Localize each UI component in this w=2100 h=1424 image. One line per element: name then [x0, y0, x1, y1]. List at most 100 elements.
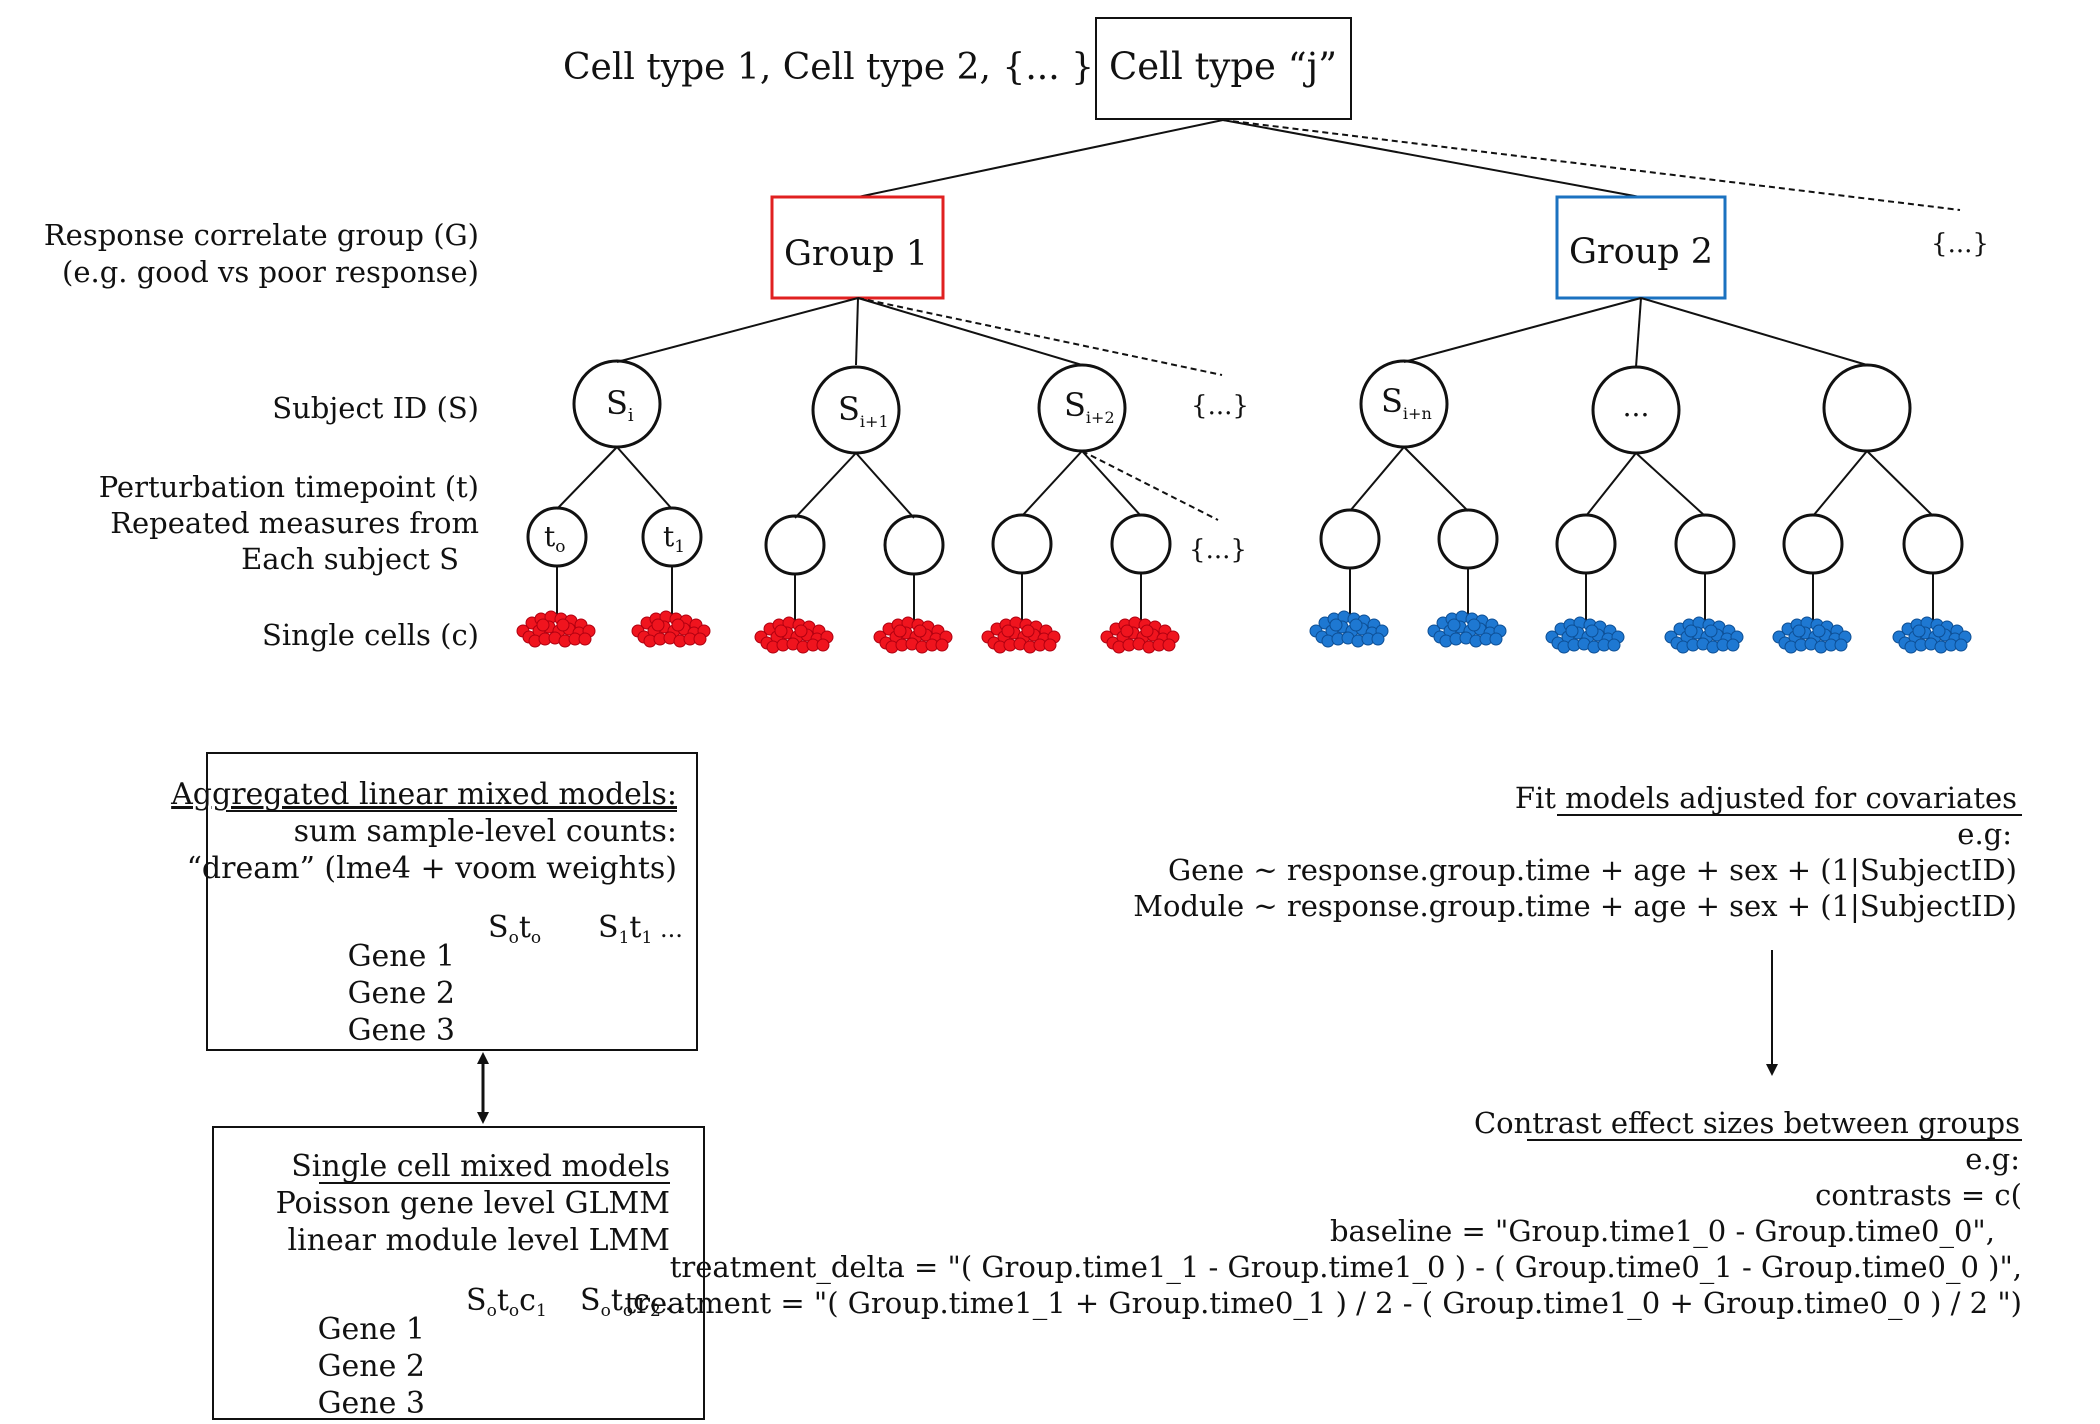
- single-cell-cluster: [754, 616, 834, 654]
- label-time-line1: Perturbation timepoint (t): [99, 470, 479, 504]
- single-cell-dot: [1607, 638, 1621, 652]
- single-cell-dot: [1684, 624, 1698, 638]
- single-cell-dot: [556, 618, 570, 632]
- group2-label: Group 2: [1569, 232, 1713, 272]
- single-cell-dot: [1954, 638, 1968, 652]
- single-cell-cluster: [981, 616, 1061, 654]
- timepoint-edges: [556, 566, 1934, 620]
- single-cell-col-more: . . .: [665, 1291, 700, 1316]
- single-cell-dot: [1489, 632, 1503, 646]
- single-cell-dot: [1140, 624, 1154, 638]
- timepoint-node: [1319, 508, 1381, 570]
- timepoint-node: [1674, 513, 1736, 575]
- single-cell-dot: [651, 618, 665, 632]
- single-cell-dot: [693, 632, 707, 646]
- subject-edges: [556, 446, 1934, 521]
- aggregated-row: Gene 3: [348, 1013, 455, 1048]
- group-more: {...}: [1931, 229, 1989, 259]
- timepoint-node: [1902, 513, 1964, 575]
- single-cell-col1: Sotoc1: [466, 1283, 547, 1321]
- single-cell-dot: [1120, 624, 1134, 638]
- timepoint-t0-label: to: [544, 520, 566, 557]
- subject-ellipsis-label: ...: [1623, 390, 1650, 423]
- single-cell-row: Gene 3: [318, 1386, 425, 1421]
- single-cell-dot: [1001, 624, 1015, 638]
- single-cell-cluster: [1772, 616, 1852, 654]
- group-edges: [616, 297, 1868, 376]
- single-cell-line2: linear module level LMM: [288, 1223, 671, 1258]
- subject-more: {...}: [1191, 391, 1249, 421]
- contrasts-line4: treatment = "( Group.time1_1 + Group.tim…: [625, 1286, 2022, 1321]
- single-cell-dot: [1467, 618, 1481, 632]
- subject-sin-label: Si+n: [1381, 382, 1432, 423]
- fit-models-title: Fit models adjusted for covariates: [1515, 781, 2017, 815]
- subject-si1-label: Si+1: [838, 390, 889, 431]
- single-cell-cluster: [873, 616, 953, 654]
- single-cell-dot: [1726, 638, 1740, 652]
- timepoint-t1-label: t1: [663, 520, 685, 557]
- single-cell-dot: [1349, 618, 1363, 632]
- single-cell-dot: [578, 632, 592, 646]
- aggregated-title: Aggregated linear mixed models:: [170, 777, 677, 812]
- contrasts-line2: baseline = "Group.time1_0 - Group.time0_…: [1330, 1214, 1995, 1249]
- single-cell-dot: [1329, 618, 1343, 632]
- timepoint-node: [883, 514, 945, 576]
- aggregated-models-box: [206, 752, 698, 1051]
- fit-models-line2: Module ~ response.group.time + age + sex…: [1133, 889, 2017, 923]
- fit-models-line1: Gene ~ response.group.time + age + sex +…: [1168, 853, 2017, 887]
- timepoint-node: [1555, 513, 1617, 575]
- single-cell-dot: [913, 624, 927, 638]
- subject-blank: [1822, 363, 1912, 453]
- timepoint-node: [1437, 508, 1499, 570]
- single-cell-dot: [1932, 624, 1946, 638]
- single-cell-dot: [935, 638, 949, 652]
- single-cell-dot: [1812, 624, 1826, 638]
- cell-type-edges: [857, 119, 1961, 211]
- aggregated-line1: sum sample-level counts:: [294, 814, 677, 849]
- single-cell-title: Single cell mixed models: [291, 1149, 670, 1184]
- single-cell-cluster: [1100, 616, 1180, 654]
- single-cell-dot: [774, 624, 788, 638]
- cell-type-j-label: Cell type “j”: [1109, 45, 1337, 88]
- timepoint-node: [991, 513, 1053, 575]
- single-cell-dot: [816, 638, 830, 652]
- aggregated-col1: Soto: [488, 910, 541, 948]
- aggregated-row: Gene 2: [348, 976, 455, 1011]
- single-cell-row: Gene 2: [318, 1349, 425, 1384]
- timepoint-node: [1110, 513, 1172, 575]
- contrasts-line1: contrasts = c(: [1815, 1178, 2022, 1212]
- single-cell-dot: [893, 624, 907, 638]
- single-cell-cluster: [1892, 616, 1972, 654]
- single-cell-dot: [1162, 638, 1176, 652]
- aggregated-line2: “dream” (lme4 + voom weights): [187, 851, 677, 886]
- label-group-line1: Response correlate group (G): [44, 218, 479, 252]
- label-cells: Single cells (c): [262, 618, 479, 652]
- single-cell-cluster: [1427, 610, 1507, 648]
- fit-models-eg: e.g:: [1957, 817, 2012, 851]
- cell-clusters: [516, 610, 1972, 654]
- single-cell-row: Gene 1: [318, 1312, 425, 1347]
- contrasts-line3: treatment_delta = "( Group.time1_1 - Gro…: [670, 1250, 2022, 1285]
- aggregated-col2: S1t1: [598, 910, 652, 948]
- single-cell-cluster: [631, 610, 711, 648]
- single-cell-dot: [1565, 624, 1579, 638]
- single-cell-dot: [536, 618, 550, 632]
- row-labels: Response correlate group (G) (e.g. good …: [44, 218, 479, 652]
- contrasts-eg: e.g:: [1965, 1142, 2020, 1176]
- single-cell-dot: [1834, 638, 1848, 652]
- single-cell-dot: [1021, 624, 1035, 638]
- single-cell-dot: [671, 618, 685, 632]
- single-cell-dot: [1371, 632, 1385, 646]
- label-time-line3: Each subject S: [241, 542, 459, 576]
- label-subject: Subject ID (S): [272, 391, 479, 425]
- single-cell-line1: Poisson gene level GLMM: [276, 1186, 670, 1221]
- subject-si-label: Si: [606, 384, 634, 426]
- single-cell-dot: [1585, 624, 1599, 638]
- cell-types-list: Cell type 1, Cell type 2, {... }: [563, 47, 1094, 88]
- cell-type-j-box: [1095, 17, 1352, 120]
- contrasts-title: Contrast effect sizes between groups: [1474, 1106, 2020, 1140]
- subject-si2-label: Si+2: [1064, 386, 1115, 427]
- single-cell-dot: [1792, 624, 1806, 638]
- single-cell-cluster: [516, 610, 596, 648]
